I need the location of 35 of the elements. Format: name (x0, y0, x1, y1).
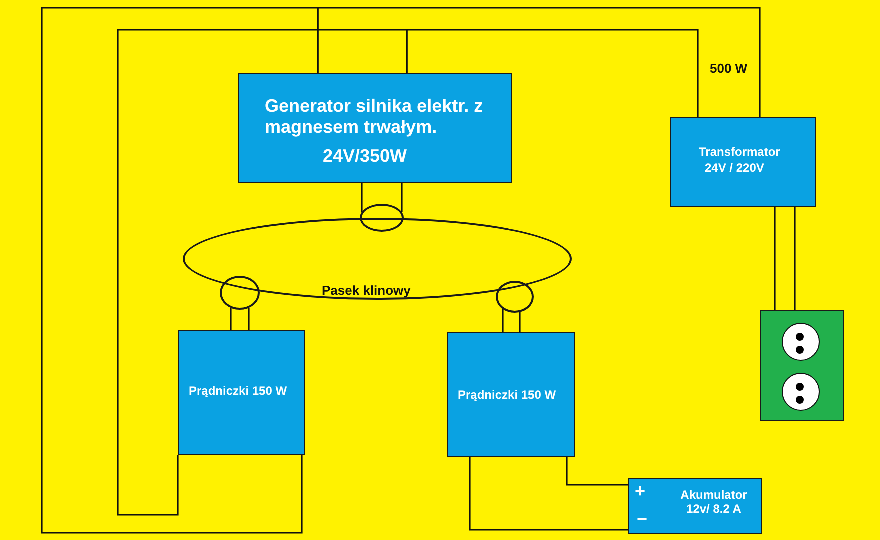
belt-label: Pasek klinowy (322, 284, 411, 299)
rating-label: 24V/350W (323, 146, 408, 167)
pulley-circle (220, 276, 260, 310)
wire (502, 309, 504, 332)
generator-label: Generator silnika elektr. z magnesem trwałym. (265, 96, 484, 138)
wire (230, 308, 232, 330)
plus-sign: + (635, 481, 646, 502)
wire (794, 207, 796, 310)
generator-label: Prądniczki 150 W (189, 385, 288, 399)
power-label: 500 W (710, 62, 748, 77)
wire (117, 29, 408, 516)
power-socket (760, 310, 844, 421)
battery-label: Akumulator 12v/ 8.2 A (680, 489, 748, 517)
wire (361, 183, 363, 212)
wire (248, 308, 250, 330)
minus-sign: − (637, 509, 648, 530)
wire (406, 29, 699, 117)
generator-box (178, 330, 305, 455)
pulley-circle (360, 204, 404, 232)
wire (469, 457, 628, 531)
wire (317, 7, 761, 117)
generator-label: Prądniczki 150 W (458, 389, 556, 403)
wire (401, 183, 403, 212)
wire (41, 7, 319, 534)
wire (519, 312, 521, 332)
wire (774, 207, 776, 310)
generator-box (238, 73, 512, 183)
voltage-label: 24V / 220V (705, 162, 764, 176)
transformer-label: Transformator (699, 146, 780, 160)
belt-ellipse (183, 218, 572, 300)
battery-box (628, 478, 762, 534)
pulley-circle (496, 281, 534, 313)
transformer-box (670, 117, 816, 207)
wire (566, 457, 628, 486)
generator-box (447, 332, 575, 457)
